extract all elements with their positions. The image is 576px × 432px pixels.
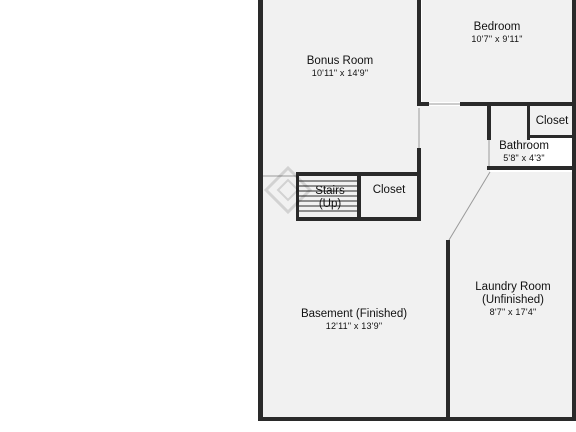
wall-bonus-bedroom — [417, 0, 421, 106]
laundry-floor — [448, 172, 572, 418]
wall-stairs-left — [296, 172, 299, 221]
wall-bath-right-closet — [527, 106, 530, 140]
stair-treads — [299, 180, 357, 212]
wall-bonus-lower — [417, 148, 421, 176]
door-laundry — [448, 171, 491, 241]
wall-left — [258, 0, 263, 421]
bonus-room-floor — [262, 0, 418, 172]
bedroom-floor — [422, 0, 572, 102]
hall-floor — [418, 106, 490, 176]
wall-closet-bottom — [527, 135, 572, 138]
laundry-room-label: Laundry Room (Unfinished) 8'7" x 17'4" — [475, 281, 551, 318]
wall-laundry-left — [446, 240, 450, 420]
closet-mid-label: Closet — [372, 184, 406, 196]
wall-bath-left — [487, 106, 491, 140]
bonus-room-label: Bonus Room 10'11" x 14'9" — [306, 55, 374, 79]
wall-bedroom-bottom-b — [460, 102, 572, 106]
closet-right-label: Closet — [535, 115, 569, 127]
bedroom-label: Bedroom 10'7" x 9'11" — [471, 21, 523, 45]
wall-bedroom-bottom-a — [417, 102, 429, 106]
wall-stairs-closet — [357, 172, 361, 221]
stairs-label: Stairs (Up) — [315, 185, 345, 211]
wall-closet-right — [417, 172, 421, 221]
wall-bottom — [258, 417, 576, 421]
basement-label: Basement (Finished) 12'11" x 13'9" — [300, 308, 408, 332]
wall-right — [572, 0, 576, 421]
bathroom-floor — [490, 106, 530, 169]
bathroom-label: Bathroom 5'8" x 4'3" — [499, 140, 549, 164]
closet-right-floor — [530, 106, 572, 136]
wall-bath-bottom — [487, 166, 576, 170]
